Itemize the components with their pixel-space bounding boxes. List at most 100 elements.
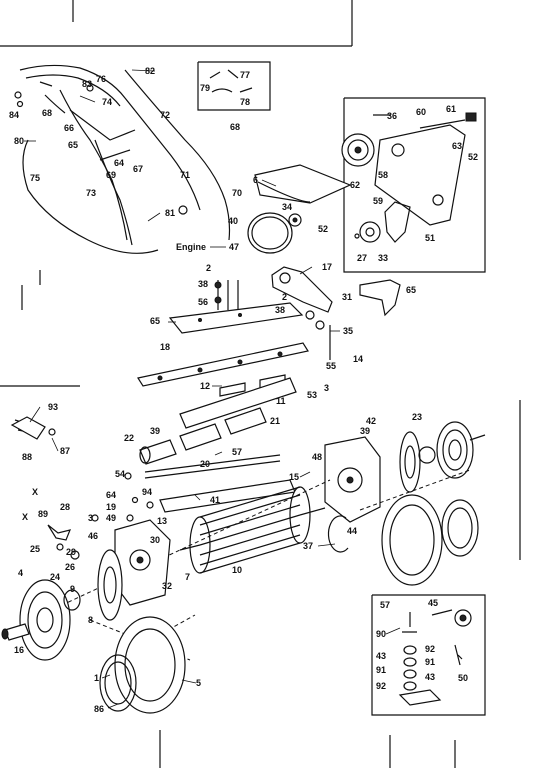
label-93: 93	[48, 402, 58, 412]
label-92-a: 92	[425, 644, 435, 654]
label-16: 16	[14, 645, 24, 655]
label-62: 62	[350, 180, 360, 190]
label-37: 37	[303, 541, 313, 551]
label-73: 73	[86, 188, 96, 198]
label-91-b: 91	[376, 665, 386, 675]
label-9: 9	[70, 584, 75, 594]
label-63: 63	[452, 141, 462, 151]
bolts-upper	[214, 280, 331, 360]
label-67: 67	[133, 164, 143, 174]
label-31: 31	[342, 292, 352, 302]
label-39-right: 39	[360, 426, 370, 436]
rod-20	[144, 454, 281, 479]
label-61: 61	[446, 104, 456, 114]
label-15: 15	[289, 472, 299, 482]
label-46: 46	[88, 531, 98, 541]
label-91-a: 91	[425, 657, 435, 667]
roller-tubes	[139, 374, 297, 465]
label-74: 74	[102, 97, 112, 107]
right-side-plate	[324, 436, 381, 523]
label-89: 89	[38, 509, 48, 519]
label-66: 66	[64, 123, 74, 133]
label-83: 83	[82, 79, 92, 89]
label-2-mid: 2	[282, 292, 287, 302]
label-18: 18	[160, 342, 170, 352]
label-32: 32	[162, 581, 172, 591]
pulley-34	[288, 213, 302, 227]
label-58: 58	[378, 170, 388, 180]
label-60: 60	[416, 107, 426, 117]
label-4: 4	[18, 568, 23, 578]
label-35: 35	[343, 326, 353, 336]
label-1: 1	[94, 673, 99, 683]
label-68-top: 68	[230, 122, 240, 132]
cross-bar	[137, 342, 309, 387]
label-68-left: 68	[42, 108, 52, 118]
label-45: 45	[428, 598, 438, 608]
label-X-upper: X	[32, 487, 38, 497]
label-40: 40	[228, 216, 238, 226]
bracket-31	[359, 279, 401, 317]
label-2-upper: 2	[206, 263, 211, 273]
reel-assembly	[179, 486, 326, 574]
label-65-right: 65	[406, 285, 416, 295]
label-50: 50	[458, 673, 468, 683]
label-65-handle: 65	[68, 140, 78, 150]
right-tire	[381, 494, 479, 586]
left-tire	[99, 616, 186, 714]
label-55: 55	[326, 361, 336, 371]
bed-knife	[168, 302, 304, 334]
left-hub-wheel	[19, 579, 81, 661]
label-42: 42	[366, 416, 376, 426]
label-54: 54	[115, 469, 125, 479]
label-8: 8	[88, 615, 93, 625]
label-34: 34	[282, 202, 292, 212]
label-59: 59	[373, 196, 383, 206]
label-X-lower: X	[22, 512, 28, 522]
label-6: 6	[253, 175, 258, 185]
label-36: 36	[387, 111, 397, 121]
label-56: 56	[198, 297, 208, 307]
right-hub-wheel	[436, 421, 486, 479]
snap-ring-37	[327, 515, 349, 553]
label-53: 53	[307, 390, 317, 400]
left-axle-16	[1, 623, 30, 641]
handle-assembly	[14, 64, 231, 254]
drive-assembly	[341, 112, 477, 243]
label-79: 79	[200, 83, 210, 93]
label-26: 26	[65, 562, 75, 572]
label-90: 90	[376, 629, 386, 639]
label-23: 23	[412, 412, 422, 422]
frame-lines	[0, 0, 521, 768]
label-48: 48	[312, 452, 322, 462]
leader-lines	[24, 69, 401, 709]
label-65-knife: 65	[150, 316, 160, 326]
label-52-top: 52	[468, 152, 478, 162]
label-86: 86	[94, 704, 104, 714]
label-75: 75	[30, 173, 40, 183]
label-77: 77	[240, 70, 250, 80]
label-44: 44	[347, 526, 357, 536]
label-57-mid: 57	[232, 447, 242, 457]
left-gear-9	[97, 549, 123, 621]
inset-box-hardware	[197, 61, 271, 111]
label-64: 64	[114, 158, 124, 168]
label-69: 69	[106, 170, 116, 180]
label-12: 12	[200, 381, 210, 391]
engine-ref: 47	[229, 242, 239, 252]
label-22: 22	[124, 433, 134, 443]
label-13: 13	[157, 516, 167, 526]
label-19: 19	[106, 502, 116, 512]
label-17: 17	[322, 262, 332, 272]
drive-plate	[271, 266, 333, 313]
engine-callout: Engine 47	[176, 242, 239, 252]
label-78: 78	[240, 97, 250, 107]
label-70: 70	[232, 188, 242, 198]
label-10: 10	[232, 565, 242, 575]
label-92-b: 92	[376, 681, 386, 691]
label-33: 33	[378, 253, 388, 263]
label-24: 24	[50, 572, 60, 582]
label-88: 88	[22, 452, 32, 462]
label-5: 5	[196, 678, 201, 688]
label-20: 20	[200, 459, 210, 469]
